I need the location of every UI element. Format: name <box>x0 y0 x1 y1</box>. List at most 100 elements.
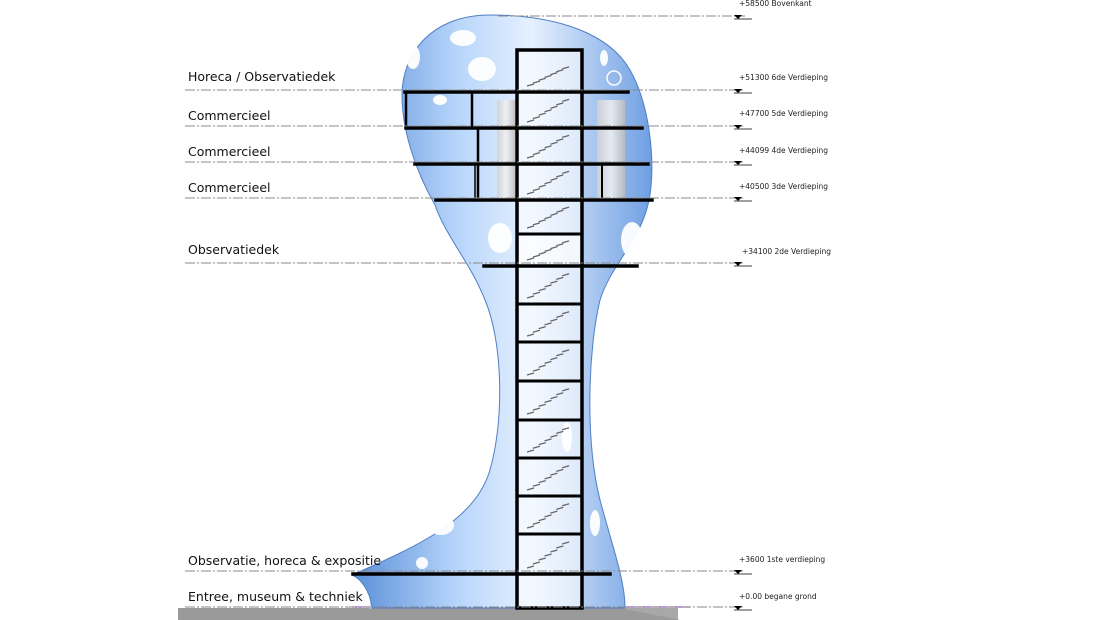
stair-step <box>538 479 546 484</box>
stair-step <box>526 295 535 299</box>
stair-step <box>526 257 535 261</box>
stair-step <box>538 77 546 81</box>
level-marker-icon <box>734 125 742 129</box>
stair-step <box>544 476 552 480</box>
stair-step <box>544 399 552 404</box>
stair-step <box>526 525 535 529</box>
stair-step <box>544 514 552 518</box>
elevation-label-l0: +0.00 begane grond <box>739 592 817 601</box>
stair-step <box>550 549 558 553</box>
stair-step <box>538 441 546 446</box>
stair-step <box>544 215 552 220</box>
stair-step <box>561 388 570 392</box>
level-marker-icon <box>734 570 742 574</box>
floor-slabs <box>351 90 654 576</box>
stair-step <box>532 222 541 226</box>
stair-step <box>561 465 570 469</box>
stair-step <box>550 280 558 284</box>
stair-step <box>526 225 535 229</box>
floor-name-l1: Observatie, horeca & expositie <box>188 553 381 568</box>
stair-step <box>556 314 564 319</box>
level-marker-icon <box>734 262 742 266</box>
floor-name-l3: Commercieel <box>188 180 270 195</box>
stair-step <box>556 276 564 281</box>
stair-step <box>556 69 564 73</box>
stair-step <box>561 273 570 277</box>
stair-step <box>532 368 541 372</box>
stair-step <box>526 565 535 569</box>
elevation-label-top: +58500 Bovenkant <box>739 0 812 8</box>
stair-step <box>532 483 541 487</box>
stair-step <box>550 318 558 322</box>
level-marker-icon <box>734 161 742 165</box>
stair-step <box>550 245 558 250</box>
stair-step <box>550 141 558 145</box>
stair-step <box>532 329 541 333</box>
stair-step <box>544 248 552 253</box>
stair-step <box>532 561 541 565</box>
floor-name-l4: Commercieel <box>188 144 270 159</box>
stair-step <box>538 557 546 561</box>
stair-step <box>561 66 570 70</box>
elevation-label-l4: +44099 4de Verdieping <box>739 146 828 155</box>
stair-step <box>532 445 541 449</box>
stair-step <box>561 503 570 507</box>
stair-step <box>526 372 535 376</box>
stair-step <box>544 360 552 365</box>
stair-step <box>532 115 541 120</box>
elevation-label-l3: +40500 3de Verdieping <box>739 182 828 191</box>
stair-step <box>538 517 546 522</box>
stair-step <box>526 411 535 415</box>
stair-step <box>538 251 546 255</box>
stair-step <box>561 240 570 244</box>
stair-step <box>526 119 535 123</box>
ground-slope <box>178 608 680 620</box>
floor-name-l0: Entree, museum & techniek <box>188 589 363 604</box>
stair-step <box>526 191 535 195</box>
stair-step <box>538 148 546 152</box>
stair-step <box>532 254 541 258</box>
level-marker-icon <box>734 15 742 19</box>
stair-step <box>544 284 552 288</box>
elevation-label-l2: +34100 2de Verdieping <box>742 247 831 256</box>
stair-step <box>544 145 552 149</box>
stair-step <box>532 187 541 192</box>
stair-step <box>538 364 546 368</box>
stair-step <box>538 184 546 188</box>
level-lines <box>185 15 752 611</box>
stair-step <box>550 212 558 217</box>
stair-step <box>526 333 535 337</box>
stair-step <box>561 98 570 103</box>
stair-step <box>556 545 564 549</box>
stair-step <box>556 353 564 357</box>
stair-step <box>538 287 546 292</box>
stair-step <box>561 349 570 353</box>
stair-step <box>550 177 558 181</box>
level-marker-icon <box>734 197 742 201</box>
stair-step <box>538 219 546 223</box>
stair-step <box>532 407 541 411</box>
stair-step <box>550 356 558 361</box>
stair-step <box>556 138 564 142</box>
core-outline <box>515 48 584 610</box>
stair-step <box>532 291 541 295</box>
stair-step <box>556 392 564 396</box>
stair-step <box>556 174 564 178</box>
stair-step <box>544 181 552 185</box>
stair-step <box>550 510 558 514</box>
stair-step <box>550 105 558 109</box>
stair-core <box>515 48 584 610</box>
stair-step <box>561 206 570 210</box>
stair-step <box>561 134 570 139</box>
elevation-label-l1: +3600 1ste verdieping <box>739 555 825 564</box>
stair-step <box>556 506 564 511</box>
stair-step <box>561 311 570 315</box>
stair-step <box>526 449 535 453</box>
stair-step <box>550 434 558 438</box>
stair-step <box>561 427 570 431</box>
stair-step <box>556 102 564 106</box>
stair-step <box>550 395 558 400</box>
floor-name-l2: Observatiedek <box>188 242 280 257</box>
